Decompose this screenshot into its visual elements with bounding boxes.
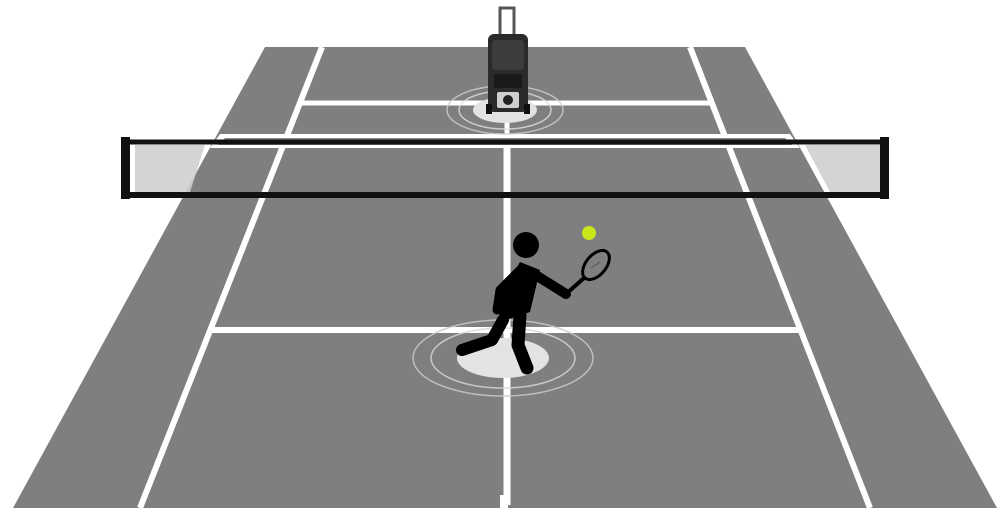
net-right-post [880, 137, 889, 199]
net-left-post [121, 137, 130, 199]
ball-machine-icon [486, 8, 530, 114]
tennis-ball-icon [582, 226, 596, 240]
